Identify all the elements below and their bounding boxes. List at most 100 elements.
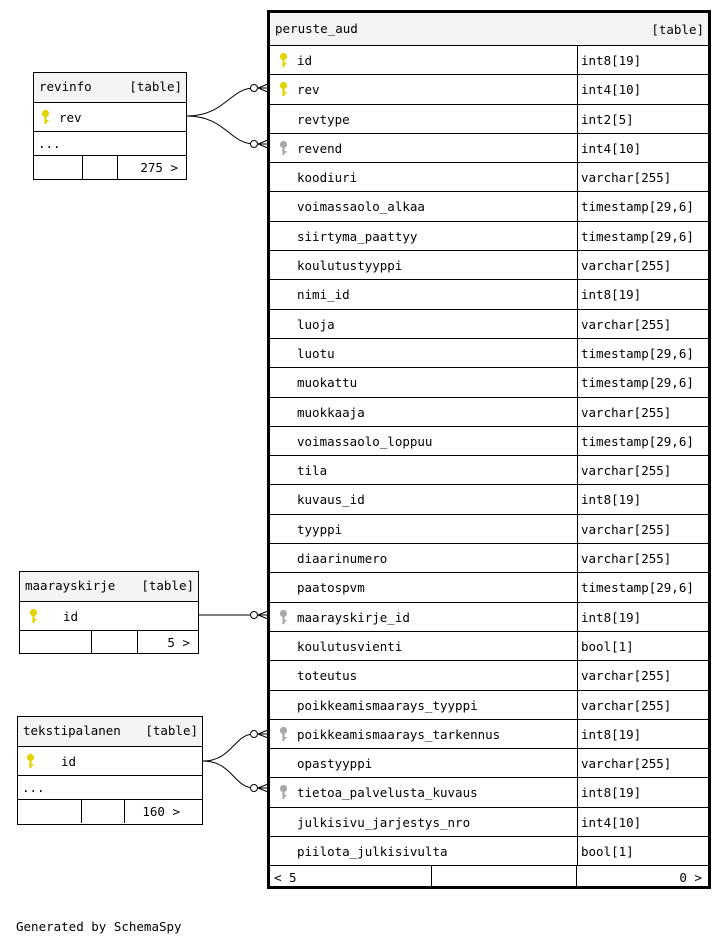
column-type: timestamp[29,6] — [581, 433, 694, 449]
column-row-koulutusvienti[interactable]: koulutusvienti bool[1] — [270, 631, 708, 662]
column-name: opastyyppi — [297, 756, 373, 772]
column-divider — [577, 807, 578, 837]
footer-children-cell[interactable]: 0 > — [577, 866, 708, 889]
table-name[interactable]: revinfo — [39, 79, 92, 94]
table-name[interactable]: maarayskirje — [25, 578, 116, 593]
column-divider — [577, 514, 578, 544]
column-row-tietoa-palvelusta-kuvaus[interactable]: tietoa_palvelusta_kuvaus int8[19] — [270, 778, 708, 808]
children-count[interactable]: 0 > — [679, 870, 702, 886]
footer-parents-cell — [34, 156, 83, 179]
column-divider — [577, 426, 578, 456]
footer-children-cell[interactable]: 275 > — [118, 156, 186, 179]
column-divider — [577, 631, 578, 661]
column-divider — [577, 133, 578, 163]
column-row[interactable]: id — [18, 747, 202, 776]
column-name: voimassaolo_loppuu — [297, 433, 433, 449]
footer-parents-cell — [18, 800, 82, 823]
column-divider — [577, 456, 578, 485]
foreign-key-icon — [279, 785, 288, 800]
footer-children-cell[interactable]: 160 > — [125, 800, 202, 823]
column-type: int8[19] — [581, 53, 642, 68]
column-name: siirtyma_paattyy — [297, 228, 418, 244]
column-divider — [577, 46, 578, 75]
column-name: rev — [59, 110, 82, 125]
children-count[interactable]: 160 > — [142, 804, 180, 819]
foreign-key-icon — [279, 140, 288, 155]
column-row-voimassaolo-loppuu[interactable]: voimassaolo_loppuu timestamp[29,6] — [270, 426, 708, 457]
column-divider — [577, 104, 578, 133]
primary-key-icon — [279, 52, 288, 67]
column-divider — [577, 661, 578, 690]
column-type: int8[19] — [581, 492, 642, 508]
column-divider — [577, 338, 578, 368]
column-type: varchar[255] — [581, 316, 672, 332]
column-divider — [577, 75, 578, 104]
table-revinfo[interactable]: revinfo [table] rev ... 275 > — [33, 72, 187, 180]
crowfoot-kuvaus — [250, 783, 269, 793]
table-maarayskirje[interactable]: maarayskirje [table] id 5 > — [19, 571, 199, 654]
column-type: int4[10] — [581, 140, 642, 156]
column-name: koodiuri — [297, 170, 358, 186]
children-count[interactable]: 275 > — [140, 160, 178, 175]
more-columns: ... — [38, 136, 61, 151]
crowfoot-revend — [250, 139, 269, 149]
footer-parents-cell[interactable]: < 5 — [270, 866, 432, 890]
column-name: paatospvm — [297, 580, 365, 596]
column-row[interactable]: rev — [34, 103, 186, 132]
children-count[interactable]: 5 > — [167, 635, 190, 650]
footer-children-cell[interactable]: 5 > — [138, 631, 198, 654]
crowfoot-rev — [250, 83, 269, 93]
column-name: maarayskirje_id — [297, 609, 410, 625]
column-type: int8[19] — [581, 785, 642, 801]
column-divider — [577, 251, 578, 280]
column-type: varchar[255] — [581, 170, 672, 186]
column-type: bool[1] — [581, 638, 634, 654]
column-type: int8[19] — [581, 726, 642, 742]
footer-parents-cell — [20, 631, 92, 654]
parents-count[interactable]: < 5 — [274, 870, 297, 886]
table-name[interactable]: peruste_aud — [275, 21, 358, 36]
column-row[interactable]: id — [20, 602, 198, 631]
generated-by-label: Generated by SchemaSpy — [16, 919, 182, 934]
table-kind: [table] — [129, 79, 182, 94]
column-row-koodiuri[interactable]: koodiuri varchar[255] — [270, 163, 708, 193]
table-tekstipalanen[interactable]: tekstipalanen [table] id ... 160 > — [17, 716, 203, 825]
more-columns: ... — [22, 780, 45, 795]
column-name: koulutusvienti — [297, 638, 403, 654]
primary-key-icon — [29, 608, 38, 623]
primary-key-icon — [41, 109, 50, 124]
foreign-key-icon — [279, 609, 288, 624]
table-footer: < 5 0 > — [270, 866, 708, 890]
column-divider — [577, 749, 578, 778]
table-name[interactable]: tekstipalanen — [23, 723, 121, 738]
column-name: tietoa_palvelusta_kuvaus — [297, 785, 478, 801]
column-divider — [577, 192, 578, 221]
footer-mid-cell — [432, 866, 577, 890]
column-name: piilota_julkisivulta — [297, 844, 448, 860]
